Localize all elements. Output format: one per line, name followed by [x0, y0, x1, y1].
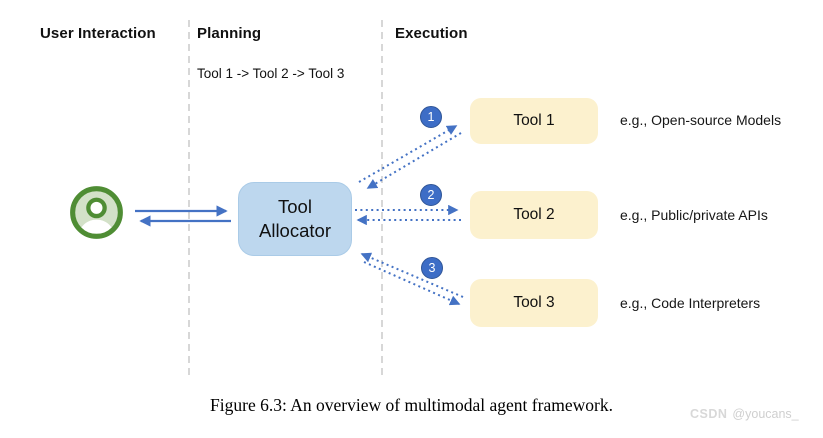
- lane-header-execution: Execution: [395, 25, 468, 42]
- tool-2-example: e.g., Public/private APIs: [620, 207, 768, 223]
- tool-2-box: Tool 2: [470, 191, 598, 239]
- user-circle-icon: [70, 186, 123, 239]
- lane-header-user-interaction: User Interaction: [40, 25, 156, 42]
- arrow-tool1-to-allocator: [366, 132, 462, 189]
- tool-1-box: Tool 1: [470, 98, 598, 144]
- step-badge-3: 3: [421, 257, 443, 279]
- watermark-handle: @youcans_: [732, 407, 799, 421]
- tool-allocator-box: Tool Allocator: [238, 182, 352, 256]
- step-badge-2: 2: [420, 184, 442, 206]
- watermark-brand: CSDN: [690, 407, 728, 421]
- tool-3-box: Tool 3: [470, 279, 598, 327]
- watermark: CSDN @youcans_: [690, 407, 799, 421]
- tool-3-example: e.g., Code Interpreters: [620, 295, 761, 311]
- planning-tool-sequence: Tool 1 -> Tool 2 -> Tool 3: [197, 66, 345, 81]
- arrow-tool3-to-allocator: [360, 252, 464, 298]
- arrow-allocator-to-tool3: [363, 261, 461, 306]
- arrow-allocator-to-tool1: [358, 125, 458, 183]
- figure-caption: Figure 6.3: An overview of multimodal ag…: [210, 395, 613, 415]
- lane-header-planning: Planning: [197, 25, 262, 42]
- step-badge-1: 1: [420, 106, 442, 128]
- tool-1-example: e.g., Open-source Models: [620, 112, 782, 128]
